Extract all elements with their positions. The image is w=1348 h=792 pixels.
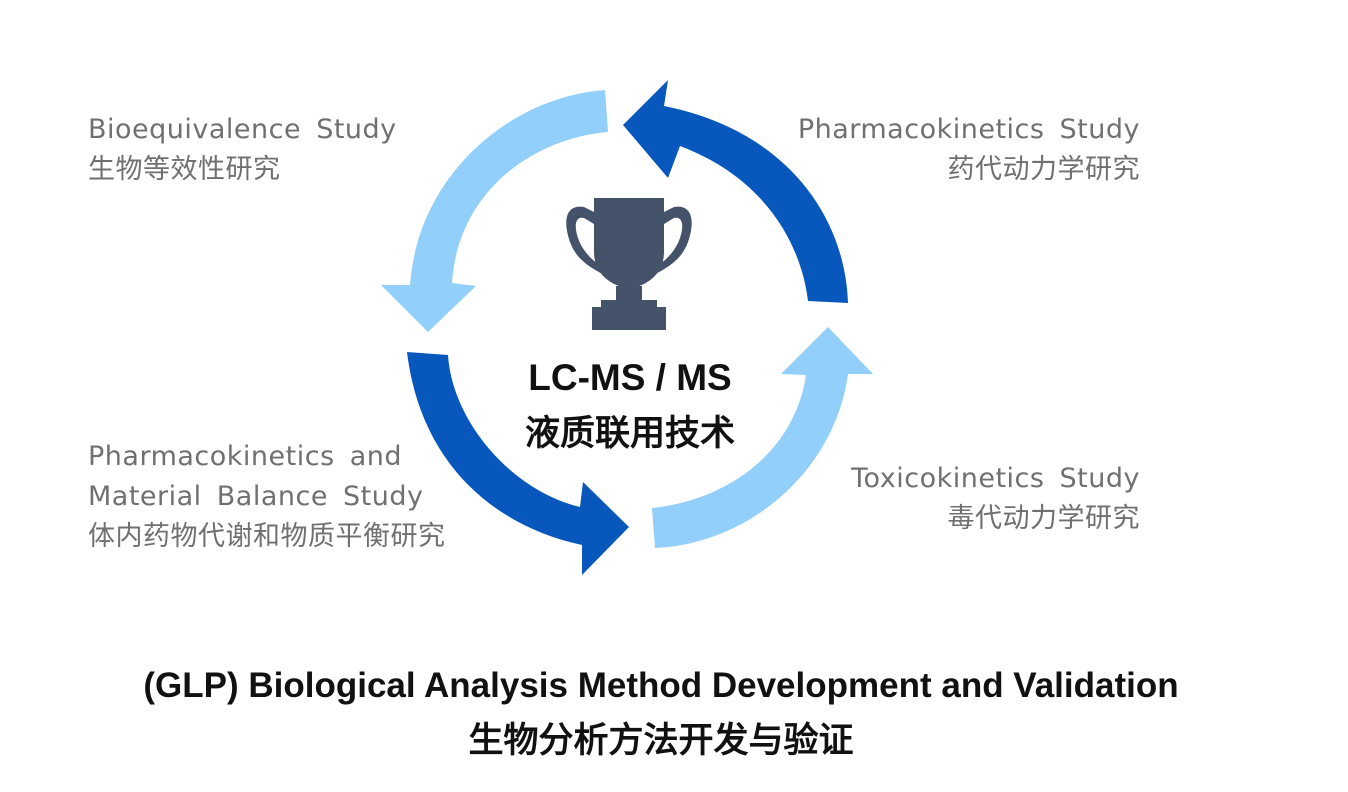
label-zh: 毒代动力学研究 (947, 503, 1140, 534)
center-title-zh: 液质联用技术 (524, 414, 735, 454)
label-material-balance-study: Pharmacokinetics and Material Balance St… (88, 437, 446, 557)
label-en-line1: Pharmacokinetics and (88, 441, 403, 472)
label-en: Pharmacokinetics Study (797, 114, 1140, 145)
label-zh: 体内药物代谢和物质平衡研究 (88, 521, 446, 552)
label-zh: 药代动力学研究 (947, 154, 1140, 185)
arrow-top-left (381, 90, 608, 332)
label-en: Bioequivalence Study (88, 114, 397, 145)
label-en: Toxicokinetics Study (851, 463, 1140, 494)
footer-title-en: (GLP) Biological Analysis Method Develop… (143, 666, 1179, 705)
center-title-en: LC-MS / MS (528, 357, 732, 398)
footer-title-zh: 生物分析方法开发与验证 (468, 721, 854, 761)
arrow-bottom-left (407, 352, 629, 575)
label-bioequivalence-study: Bioequivalence Study 生物等效性研究 (88, 110, 397, 190)
arrow-bottom-right (652, 327, 873, 548)
label-pharmacokinetics-study: Pharmacokinetics Study 药代动力学研究 (798, 110, 1140, 190)
trophy-icon (566, 198, 692, 330)
arrow-top-right (623, 80, 848, 303)
label-zh: 生物等效性研究 (88, 154, 281, 185)
label-toxicokinetics-study: Toxicokinetics Study 毒代动力学研究 (851, 459, 1140, 539)
label-en-line2: Material Balance Study (88, 481, 424, 512)
